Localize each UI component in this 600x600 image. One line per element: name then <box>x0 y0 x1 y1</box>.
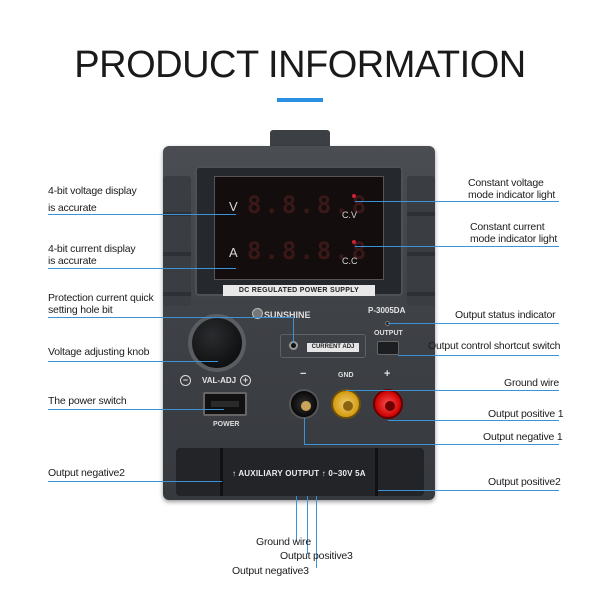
aux-divider-left <box>220 448 223 496</box>
negative-terminal-symbol: − <box>300 368 307 380</box>
annotation-line: 4-bit voltage display <box>48 185 137 197</box>
positive-terminal-symbol: + <box>384 368 391 380</box>
leader-line <box>48 317 294 318</box>
cv-indicator-light <box>352 194 356 198</box>
voltage-digits: 8.8.8.8 <box>247 191 370 219</box>
terminal-core <box>385 401 395 411</box>
annotation-output-shortcut: Output control shortcut switch <box>428 340 561 352</box>
leader-line <box>296 496 297 542</box>
display-screen <box>214 176 384 280</box>
annotation-cc-light: Constant current mode indicator light <box>470 221 557 245</box>
leader-line <box>293 317 294 343</box>
knob-plus-icon: + <box>240 375 251 386</box>
leader-line <box>48 361 218 362</box>
annotation-output-negative2: Output negative2 <box>48 467 125 479</box>
leader-line <box>307 496 308 554</box>
annotation-line: Protection current quick <box>48 292 154 304</box>
leader-line <box>398 355 559 356</box>
annotation-output-status: Output status indicator <box>455 309 556 321</box>
annotation-line: Constant current <box>470 221 545 233</box>
voltage-symbol: V <box>229 199 238 214</box>
annotation-output-positive2: Output positive2 <box>488 476 561 488</box>
annotation-cv-light: Constant voltage mode indicator light <box>468 177 555 201</box>
leader-line <box>355 246 559 247</box>
knob-label: VAL-ADJ <box>202 376 237 385</box>
annotation-line: 4-bit current display <box>48 243 136 255</box>
leader-line <box>346 390 559 391</box>
gnd-label: GND <box>338 372 354 379</box>
terminal-core <box>343 401 353 411</box>
title-underline <box>277 98 323 102</box>
annotation-voltage-display: 4-bit voltage display is accurate <box>48 185 137 214</box>
output-switch-button[interactable] <box>377 341 399 355</box>
annotation-output-negative1: Output negative 1 <box>483 431 563 443</box>
current-adj-frame <box>280 334 366 358</box>
cc-indicator-light <box>352 240 356 244</box>
leader-line <box>388 323 559 324</box>
annotation-output-negative3: Output negative3 <box>232 565 309 577</box>
current-symbol: A <box>229 245 238 260</box>
terminal-core <box>301 401 311 411</box>
annotation-protection-hole: Protection current quick setting hole bi… <box>48 292 154 316</box>
terminal-negative-black[interactable] <box>289 389 319 419</box>
leader-line <box>316 496 317 568</box>
terminal-positive-red[interactable] <box>373 389 403 419</box>
annotation-output-positive3: Output positive3 <box>280 550 353 562</box>
annotation-line: is accurate <box>48 255 97 267</box>
annotation-current-display: 4-bit current display is accurate <box>48 243 136 267</box>
annotation-power-switch: The power switch <box>48 395 127 407</box>
brand-logo-icon <box>252 308 263 319</box>
annotation-ground-wire-bottom: Ground wire <box>256 536 311 548</box>
output-label: OUTPUT <box>374 330 403 337</box>
voltage-adjust-knob[interactable] <box>192 318 242 368</box>
annotation-line: setting hole bit <box>48 304 113 316</box>
leader-line <box>48 268 236 269</box>
aux-divider-right <box>375 448 378 496</box>
device-side-right <box>407 176 435 306</box>
annotation-line: Constant voltage <box>468 177 544 189</box>
current-digits: 8.8.8.8 <box>247 237 370 265</box>
auxiliary-output-panel <box>176 448 424 496</box>
annotation-line: mode indicator light <box>470 233 558 245</box>
cc-label: C.C <box>342 256 358 266</box>
power-switch[interactable] <box>203 392 247 416</box>
page-title: PRODUCT INFORMATION <box>74 44 526 86</box>
auxiliary-output-label: ↑ AUXILIARY OUTPUT ↑ 0~30V 5A <box>232 469 366 478</box>
device-side-left <box>163 176 191 306</box>
annotation-line: is accurate <box>48 202 97 214</box>
leader-line <box>48 214 236 215</box>
leader-line <box>304 418 305 444</box>
cv-label: C.V <box>342 210 358 220</box>
power-label: POWER <box>213 421 240 428</box>
annotation-ground-wire: Ground wire <box>504 377 559 389</box>
brand-name: SUNSHINE <box>264 310 311 320</box>
terminal-ground-yellow[interactable] <box>331 389 361 419</box>
leader-line <box>304 444 559 445</box>
leader-line <box>355 201 559 202</box>
annotation-output-positive1: Output positive 1 <box>488 408 564 420</box>
annotation-line: mode indicator light <box>468 189 556 201</box>
model-number: P-3005DA <box>368 306 406 315</box>
annotation-voltage-knob: Voltage adjusting knob <box>48 346 150 358</box>
leader-line <box>378 490 559 491</box>
leader-line <box>48 409 224 410</box>
display-banner: DC REGULATED POWER SUPPLY <box>223 285 375 296</box>
leader-line <box>48 481 222 482</box>
current-adj-label: CURRENT ADJ <box>307 343 359 352</box>
device-handle <box>270 130 330 150</box>
knob-minus-icon: − <box>180 375 191 386</box>
leader-line <box>388 420 559 421</box>
